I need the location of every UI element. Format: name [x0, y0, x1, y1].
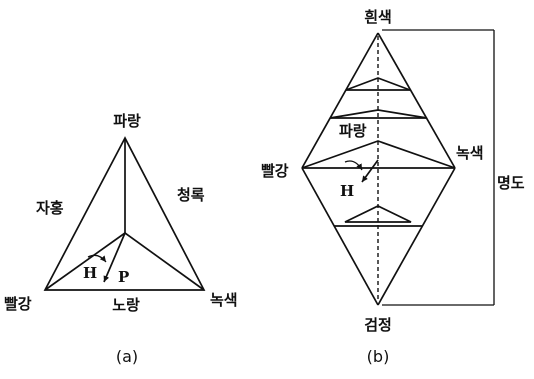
- hue-triangle: [43, 136, 206, 291]
- label-hue-b: H: [340, 182, 354, 200]
- label-hue-a: H: [83, 264, 97, 282]
- slice-upper-apex: [329, 109, 428, 119]
- label-white: 흰색: [364, 8, 392, 26]
- label-blue-b: 파랑: [339, 122, 367, 140]
- purity-arrow: [103, 232, 126, 283]
- label-green-a: 녹색: [210, 291, 238, 309]
- equator-triangle-top: [301, 140, 456, 169]
- label-red-a: 빨강: [4, 295, 32, 313]
- label-cyan: 청록: [177, 186, 205, 204]
- caption-b: (b): [367, 347, 390, 366]
- label-blue-a: 파랑: [113, 112, 141, 130]
- diagram-b: 흰색 파랑 빨강 녹색 H 검정 명도 (b): [261, 8, 525, 366]
- caption-a: (a): [116, 347, 138, 366]
- upper-right-edge: [377, 32, 456, 169]
- label-brightness: 명도: [497, 174, 525, 192]
- center-to-green-line: [124, 232, 205, 291]
- label-yellow: 노랑: [112, 296, 140, 314]
- hue-arrow-b: [361, 159, 379, 183]
- hue-arc-arrow: [87, 254, 107, 263]
- slice-top-apex: [345, 77, 411, 91]
- slice-lower-triangle: [344, 205, 412, 223]
- label-red-b: 빨강: [261, 162, 289, 180]
- label-green-b: 녹색: [456, 144, 484, 162]
- hue-arc-arrow-b: [344, 160, 363, 171]
- center-to-red-line: [44, 232, 126, 291]
- label-black: 검정: [364, 316, 392, 334]
- diagram-a: 파랑 자홍 청록 빨강 노랑 녹색 H P (a): [4, 112, 238, 366]
- lower-left-edge: [301, 167, 379, 306]
- lower-right-edge: [377, 167, 456, 306]
- upper-left-edge: [301, 32, 379, 169]
- label-magenta: 자홍: [36, 199, 64, 217]
- label-purity: P: [118, 268, 129, 286]
